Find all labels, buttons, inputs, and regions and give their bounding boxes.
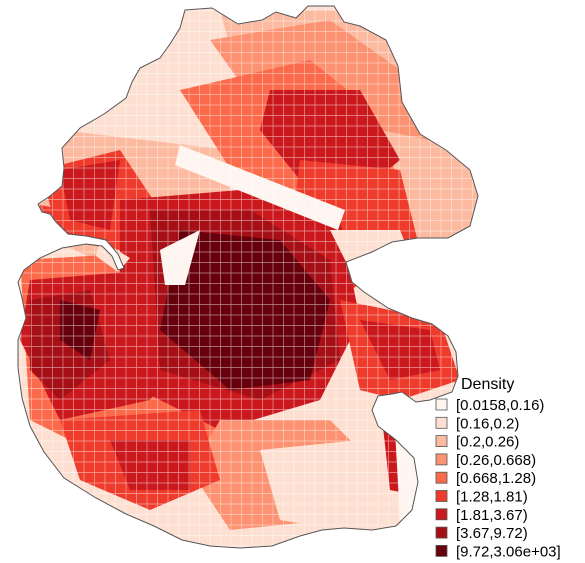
- legend-label: [0.0158,0.16): [456, 397, 544, 414]
- density-zone: [260, 440, 400, 530]
- legend-label: [0.26,0.668): [456, 452, 536, 469]
- legend-label: [3.67,9.72): [456, 525, 528, 542]
- legend-label: [9.72,3.06e+03]: [456, 543, 561, 560]
- legend-swatch: [435, 435, 448, 448]
- legend-swatch: [435, 471, 448, 484]
- legend-swatch: [435, 416, 448, 429]
- legend-swatch: [435, 545, 448, 557]
- legend-label: [0.2,0.26): [456, 434, 519, 451]
- density-zone: [160, 230, 330, 390]
- legend-swatch: [435, 526, 448, 539]
- legend-label: [1.28,1.81): [456, 489, 528, 506]
- legend-label: [0.668,1.28): [456, 470, 536, 487]
- density-zone: [110, 440, 190, 490]
- density-zone: [175, 145, 345, 230]
- region-outline: [17, 5, 479, 549]
- legend-label: [1.81,3.67): [456, 507, 528, 524]
- legend-swatch: [435, 398, 448, 411]
- legend-label: [0.16,0.2): [456, 415, 519, 432]
- legend-swatch: [435, 453, 448, 466]
- legend: Density [0.0158,0.16)[0.16,0.2) [0.2,0.26…: [435, 376, 561, 560]
- legend-swatch: [435, 490, 448, 502]
- density-zone: [160, 230, 200, 285]
- legend-items: [0.0158,0.16)[0.16,0.2) [0.2,0.26)[0.26,0…: [435, 397, 561, 560]
- legend-title: Density: [461, 376, 514, 393]
- legend-swatch: [435, 508, 448, 521]
